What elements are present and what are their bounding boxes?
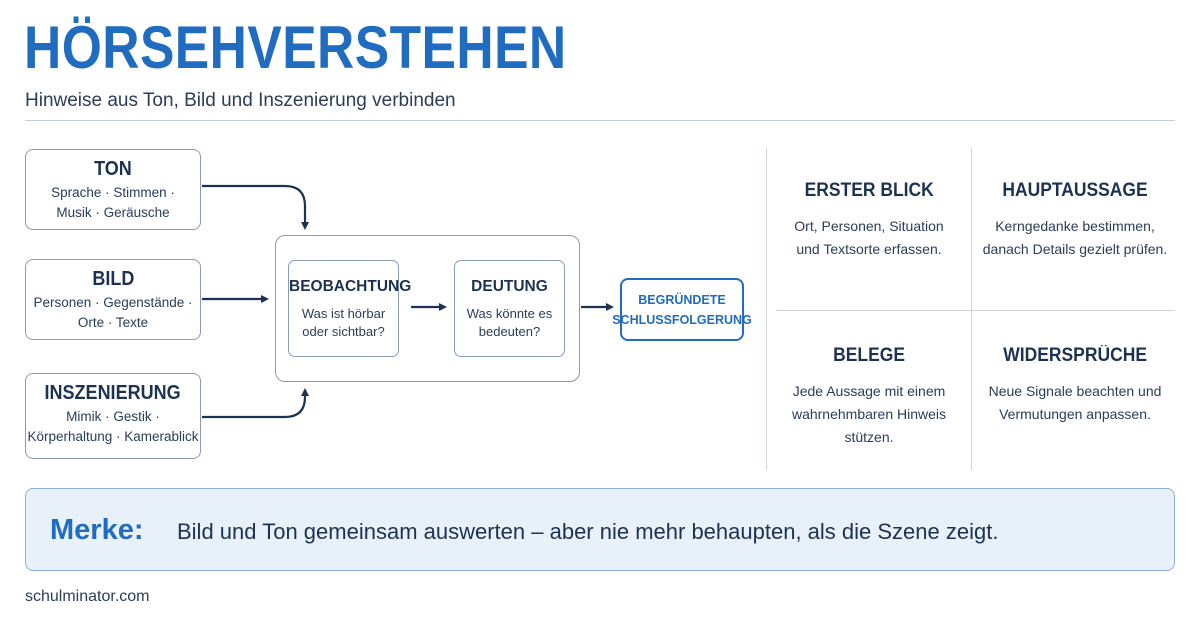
grid-cell-erster-blick: ERSTER BLICK Ort, Personen, Situation un…	[767, 180, 971, 261]
input-description: Sprache · Stimmen · Musik · Geräusche	[26, 183, 200, 223]
grid-line-left	[766, 148, 767, 470]
grid-cell-hauptaussage: HAUPTAUSSAGE Kerngedanke bestimmen, dana…	[973, 180, 1177, 261]
footer-site: schulminator.com	[25, 588, 150, 605]
grid-line: Jede Aussage mit einem	[792, 383, 946, 399]
input-line: Personen · Gegenstände ·	[33, 295, 193, 310]
process-container: BEOBACHTUNG Was ist hörbar oder sichtbar…	[275, 235, 580, 382]
input-description: Personen · Gegenstände · Orte · Texte	[26, 293, 200, 333]
step-beobachtung: BEOBACHTUNG Was ist hörbar oder sichtbar…	[288, 260, 412, 357]
grid-description: Jede Aussage mit einem wahrnehmbaren Hin…	[767, 380, 971, 449]
grid-line: danach Details gezielt prüfen.	[982, 241, 1168, 257]
grid-line-horizontal	[776, 310, 1175, 311]
grid-line-middle	[971, 148, 972, 470]
grid-line: wahrnehmbaren Hinweis	[791, 406, 947, 422]
grid-heading: WIDERSPRÜCHE	[1003, 345, 1147, 366]
grid-heading: ERSTER BLICK	[804, 180, 934, 201]
grid-heading: BELEGE	[833, 345, 905, 366]
input-line: Sprache · Stimmen ·	[51, 185, 175, 200]
merke-text: Bild und Ton gemeinsam auswerten – aber …	[177, 519, 999, 544]
input-box-ton: TON Sprache · Stimmen · Musik · Geräusch…	[25, 149, 201, 230]
grid-line: Vermutungen anpassen.	[999, 406, 1151, 422]
step-deutung: DEUTUNG Was könnte es bedeuten?	[454, 260, 565, 357]
merke-note: Merke: Bild und Ton gemeinsam auswerten …	[25, 488, 1175, 571]
step-heading: DEUTUNG	[471, 278, 548, 295]
input-heading: BILD	[91, 268, 134, 290]
grid-cell-widersprueche: WIDERSPRÜCHE Neue Signale beachten und V…	[973, 345, 1177, 426]
grid-description: Neue Signale beachten und Vermutungen an…	[973, 380, 1177, 426]
conclusion-line: BEGRÜNDETE	[638, 292, 726, 307]
input-line: Mimik · Gestik ·	[66, 409, 160, 424]
grid-description: Kerngedanke bestimmen, danach Details ge…	[973, 215, 1177, 261]
grid-line: Kerngedanke bestimmen,	[995, 218, 1155, 234]
step-line: Was könnte es	[466, 306, 553, 321]
page-title: HÖRSEHVERSTEHEN	[24, 14, 567, 81]
grid-cell-belege: BELEGE Jede Aussage mit einem wahrnehmba…	[767, 345, 971, 449]
grid-line: stützen.	[844, 429, 894, 445]
input-line: Orte · Texte	[77, 315, 149, 330]
input-box-bild: BILD Personen · Gegenstände · Orte · Tex…	[25, 259, 201, 340]
conclusion-box: BEGRÜNDETE SCHLUSSFOLGERUNG	[612, 278, 752, 341]
step-line: oder sichtbar?	[302, 324, 385, 339]
merke-label: Merke:	[50, 514, 144, 546]
conclusion-label: BEGRÜNDETE SCHLUSSFOLGERUNG	[612, 290, 752, 330]
step-description: Was ist hörbar oder sichtbar?	[289, 305, 398, 341]
grid-heading: HAUPTAUSSAGE	[1002, 180, 1148, 201]
grid-line: und Textsorte erfassen.	[796, 241, 942, 257]
input-heading: INSZENIERUNG	[44, 382, 182, 404]
grid-line: Ort, Personen, Situation	[794, 218, 944, 234]
arrow-inszenierung-to-process	[202, 388, 309, 419]
step-description: Was könnte es bedeuten?	[455, 305, 564, 341]
input-box-inszenierung: INSZENIERUNG Mimik · Gestik · Körperhalt…	[25, 373, 201, 459]
step-line: Was ist hörbar	[301, 306, 386, 321]
conclusion-line: SCHLUSSFOLGERUNG	[612, 312, 752, 327]
input-description: Mimik · Gestik · Körperhaltung · Kamerab…	[26, 407, 200, 447]
input-line: Musik · Geräusche	[56, 205, 170, 220]
input-heading: TON	[94, 158, 132, 180]
page-subtitle: Hinweise aus Ton, Bild und Inszenierung …	[25, 90, 456, 111]
header-divider	[25, 120, 1175, 121]
grid-line: Neue Signale beachten und	[988, 383, 1162, 399]
input-line: Körperhaltung · Kamerablick	[27, 429, 199, 444]
step-heading: BEOBACHTUNG	[289, 278, 412, 295]
grid-description: Ort, Personen, Situation und Textsorte e…	[767, 215, 971, 261]
arrow-ton-to-process	[202, 184, 309, 230]
step-line: bedeuten?	[478, 324, 541, 339]
